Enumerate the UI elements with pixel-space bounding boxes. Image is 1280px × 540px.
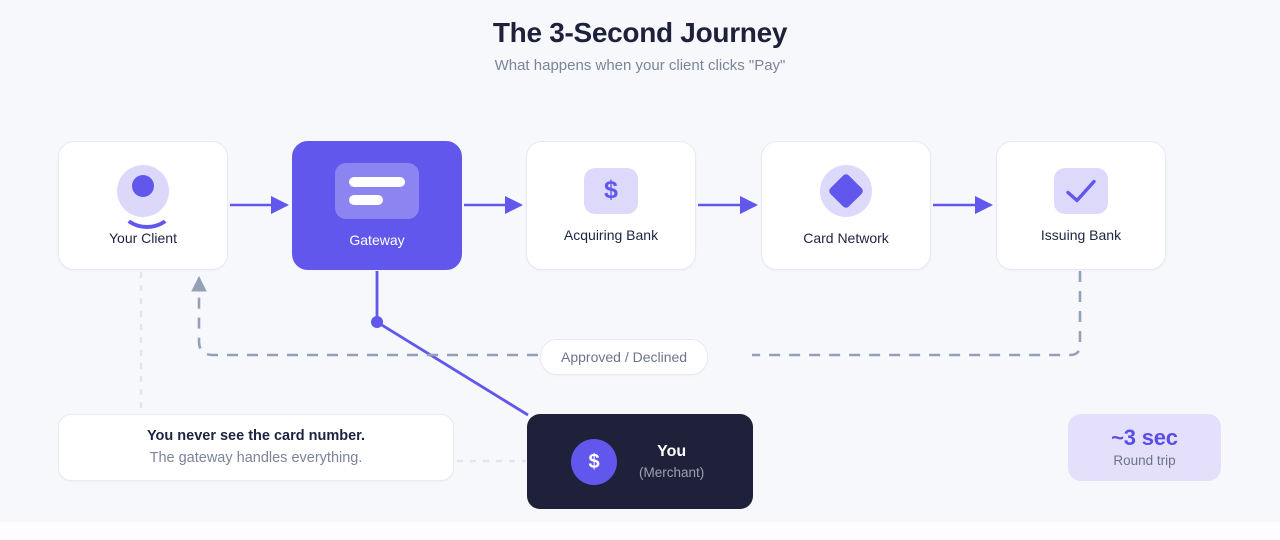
note-title: You never see the card number.: [146, 428, 366, 444]
return-path-badge: Approved / Declined: [540, 339, 709, 375]
timing-badge: ~3 sec Round trip: [1068, 414, 1221, 481]
flow-node-label: Card Network: [803, 229, 889, 246]
flow-node-gateway[interactable]: Gateway: [292, 141, 462, 270]
merchant-title: You: [657, 443, 687, 460]
merchant-subtitle: (Merchant): [639, 465, 705, 480]
diamond-icon: [820, 164, 872, 217]
flow-node-label: Issuing Bank: [1040, 226, 1122, 243]
note-card: You never see the card number. The gatew…: [58, 414, 454, 481]
flow-node-acquiring-bank[interactable]: $ Acquiring Bank: [526, 141, 696, 270]
dollar-icon: $: [584, 167, 638, 214]
page-title: The 3-Second Journey: [492, 17, 788, 48]
dollar-glyph: $: [604, 176, 618, 204]
flow-node-your-client[interactable]: Your Client: [58, 141, 228, 270]
merchant-card[interactable]: $ You (Merchant): [527, 414, 753, 509]
return-path-left: [191, 275, 538, 357]
person-icon: [117, 164, 173, 229]
flow-node-issuing-bank[interactable]: Issuing Bank: [996, 141, 1166, 270]
header: The 3-Second Journey What happens when y…: [0, 16, 1280, 76]
timing-value: ~3 sec: [1111, 425, 1178, 450]
card-icon: [335, 162, 419, 219]
gateway-merchant-link: [371, 271, 529, 417]
flow-node-card-network[interactable]: Card Network: [761, 141, 931, 270]
flow-node-label: Gateway: [349, 231, 405, 248]
flow-node-label: Acquiring Bank: [563, 226, 659, 243]
merchant-text: You (Merchant): [639, 441, 704, 482]
flow-node-label: Your Client: [109, 229, 177, 246]
note-subtitle: The gateway handles everything.: [149, 450, 363, 466]
timing-label: Round trip: [1113, 453, 1176, 468]
page-subtitle: What happens when your client clicks "Pa…: [494, 57, 786, 74]
checkmark-icon: [1054, 167, 1108, 214]
merchant-dollar-icon: $: [571, 438, 617, 485]
bottom-strip: [0, 522, 1280, 540]
return-path: [752, 271, 1082, 357]
